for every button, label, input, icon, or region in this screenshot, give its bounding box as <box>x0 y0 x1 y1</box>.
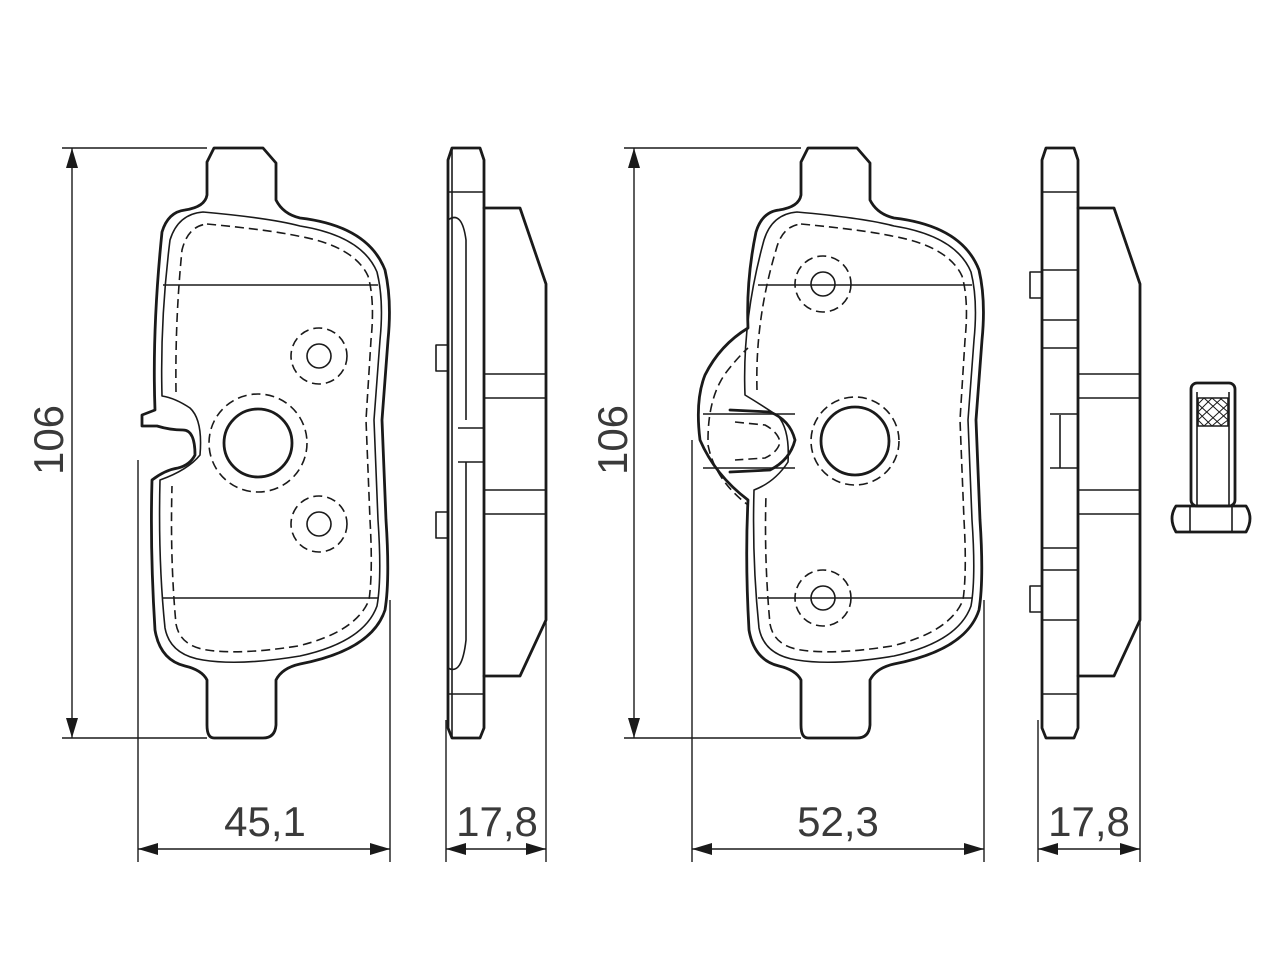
pad2-width-arrow-right <box>964 843 984 855</box>
pad1-thick-arrow-left <box>446 843 466 855</box>
pad2-backplate-outline <box>696 146 985 740</box>
pad1-friction-outline <box>158 211 383 664</box>
pad2-sensor-slot <box>728 408 797 474</box>
pad2-center-rivet-outer <box>810 396 900 486</box>
pad1-wear-limit-line <box>170 223 374 653</box>
pad2-bottom-rivet <box>810 585 836 611</box>
bolt-hex-head <box>1170 504 1252 534</box>
bolt-accessory <box>1170 381 1252 534</box>
pad1-side-friction <box>482 206 548 678</box>
pad1-top-rivet <box>306 343 332 369</box>
pad1-width-label: 45,1 <box>224 798 306 845</box>
pad1-bottom-rivet-outer <box>290 495 348 553</box>
pad1-height-arrow-top <box>66 148 78 168</box>
pad1-center-rivet <box>222 407 294 479</box>
pad1-height-label: 106 <box>25 405 72 475</box>
pad1-side-view <box>435 146 548 740</box>
pad1-width-arrow-left <box>138 843 158 855</box>
dimension-lines <box>62 147 1141 862</box>
pad2-center-rivet <box>819 405 891 477</box>
pad2-side-view <box>1029 146 1142 740</box>
pad2-friction-outline <box>743 211 977 664</box>
dimension-labels: 106 45,1 17,8 106 52,3 17,8 <box>25 405 1130 845</box>
pad2-side-friction <box>1076 206 1142 678</box>
pad2-sensor-boss-dash <box>707 347 749 506</box>
pad1-height-arrow-bottom <box>66 718 78 738</box>
pad2-side-backplate <box>1040 146 1080 740</box>
pad2-front-view <box>696 146 985 740</box>
pad1-thickness-label: 17,8 <box>456 798 538 845</box>
pad2-top-rivet-outer <box>794 255 852 313</box>
pad2-thickness-label: 17,8 <box>1048 798 1130 845</box>
pad2-side-clip-top <box>1029 271 1043 299</box>
pad2-width-arrow-left <box>692 843 712 855</box>
bolt-thread-knurl <box>1197 397 1229 427</box>
pad2-top-rivet <box>810 271 836 297</box>
pad2-width-label: 52,3 <box>797 798 879 845</box>
pad1-backplate-outline <box>140 146 391 740</box>
pad1-thick-arrow-right <box>526 843 546 855</box>
pad1-side-clip-bottom <box>435 511 449 539</box>
pad2-thick-arrow-left <box>1038 843 1058 855</box>
pad1-top-rivet-outer <box>290 327 348 385</box>
pad1-bottom-rivet <box>306 511 332 537</box>
pad2-side-clip-bottom <box>1029 585 1043 613</box>
pad1-side-clip-top <box>435 344 449 372</box>
bolt-thread-patch <box>1197 397 1229 427</box>
pad2-bottom-rivet-outer <box>794 569 852 627</box>
pad2-thick-arrow-right <box>1120 843 1140 855</box>
pad2-height-label: 106 <box>589 405 636 475</box>
pad1-width-arrow-right <box>370 843 390 855</box>
pad1-side-inner-curve <box>447 216 467 671</box>
pad2-height-arrow-bottom <box>628 718 640 738</box>
pad1-center-rivet-outer <box>208 393 308 493</box>
pad2-height-arrow-top <box>628 148 640 168</box>
pad1-front-view <box>140 146 391 740</box>
pad2-wear-limit-line <box>756 223 968 653</box>
pad2-sensor-slot-inner <box>734 421 781 461</box>
